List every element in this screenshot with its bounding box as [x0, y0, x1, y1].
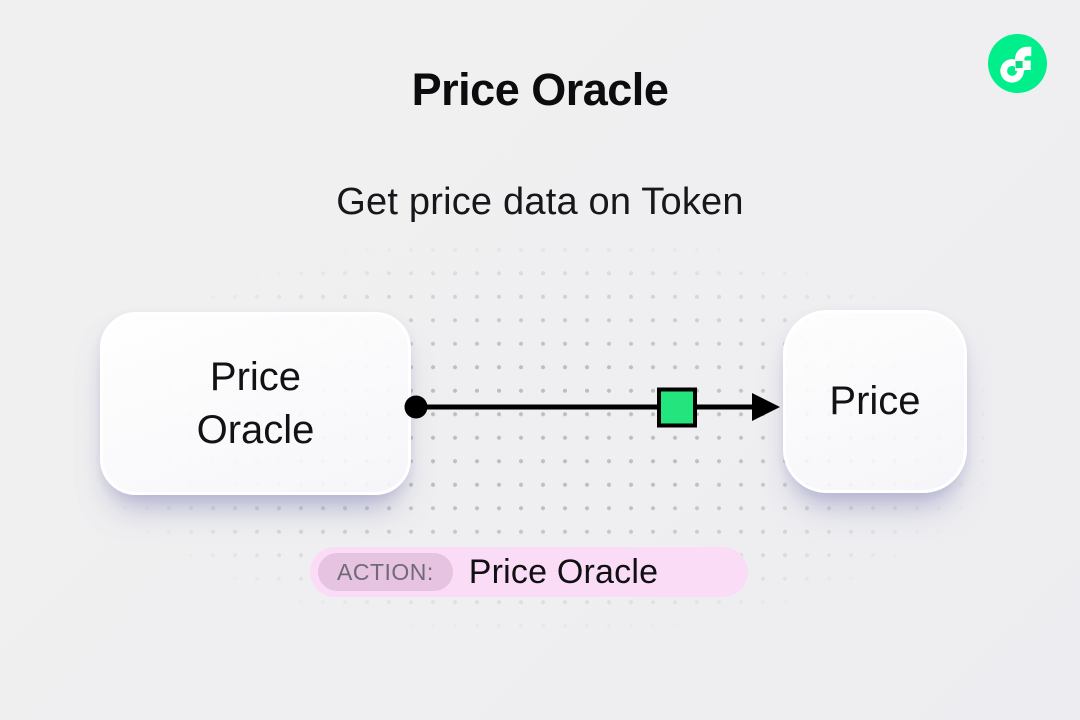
node-label: Price [829, 379, 921, 424]
connector-arrow [404, 387, 780, 428]
flow-logo-icon [988, 34, 1047, 93]
action-badge-value: Price Oracle [468, 552, 659, 591]
start-dot-marker [404, 395, 428, 419]
page-subtitle: Get price data on Token [336, 181, 744, 223]
action-badge-label: ACTION: [318, 553, 453, 591]
action-badge: ACTION: Price Oracle [310, 547, 748, 597]
diagram-node-price: Price [783, 310, 967, 493]
page-title: Price Oracle [411, 64, 669, 115]
diagram-node-price-oracle: Price Oracle [100, 312, 411, 495]
node-label: Price Oracle [196, 354, 315, 452]
green-square-marker [657, 387, 697, 428]
arrowhead-icon [752, 393, 780, 421]
